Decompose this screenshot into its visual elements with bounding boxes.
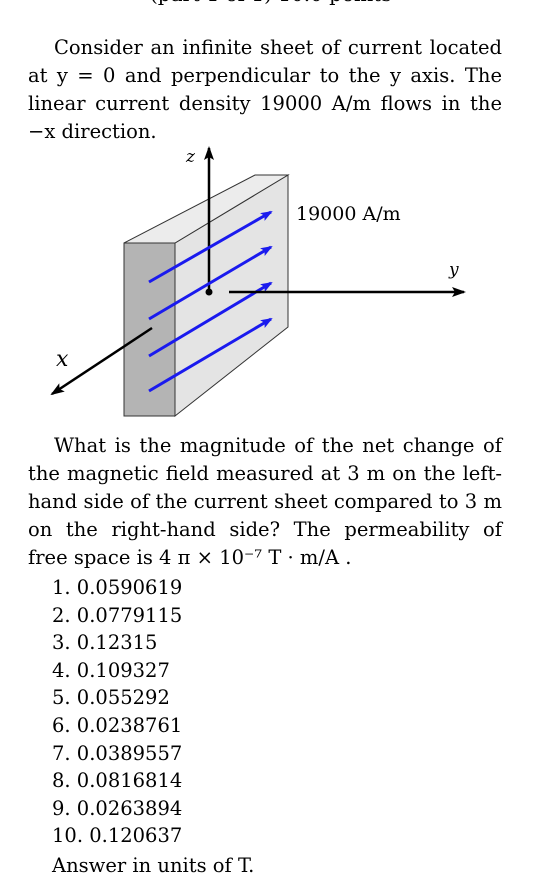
choice-item: 4. 0.109327 xyxy=(52,658,170,682)
choice-item: 5. 0.055292 xyxy=(52,686,170,710)
choice-item: 10. 0.120637 xyxy=(52,824,183,848)
problem-prompt: What is the magnitude of the net change … xyxy=(28,434,502,569)
current-density-label: 19000 A/m xyxy=(296,203,401,225)
current-arrow xyxy=(148,317,273,393)
x-axis xyxy=(50,326,153,396)
choice-item: 9. 0.0263894 xyxy=(52,796,183,820)
choice-item: 7. 0.0389557 xyxy=(52,741,183,765)
choice-item: 3. 0.12315 xyxy=(52,631,158,655)
current-arrow xyxy=(148,281,273,358)
current-sheet-figure: z y x 19000 A/m xyxy=(50,146,466,418)
answer-choices: 1. 0.0590619 2. 0.0779115 3. 0.12315 4. … xyxy=(52,574,182,850)
current-arrow xyxy=(148,210,273,284)
choice-item: 6. 0.0238761 xyxy=(52,713,183,737)
z-axis-label: z xyxy=(185,147,196,167)
clipped-heading: (part 1 of 1) 10.0 points xyxy=(0,0,540,8)
x-axis-label: x xyxy=(56,347,69,372)
choice-item: 1. 0.0590619 xyxy=(52,576,183,599)
choice-item: 2. 0.0779115 xyxy=(52,603,183,627)
current-arrow xyxy=(148,245,273,321)
origin-dot xyxy=(205,288,213,296)
answer-units: Answer in units of T. xyxy=(52,854,255,877)
y-axis-label: y xyxy=(448,260,459,280)
problem-intro: Consider an infinite sheet of current lo… xyxy=(28,36,502,143)
choice-item: 8. 0.0816814 xyxy=(52,769,183,793)
current-arrows xyxy=(148,210,273,393)
